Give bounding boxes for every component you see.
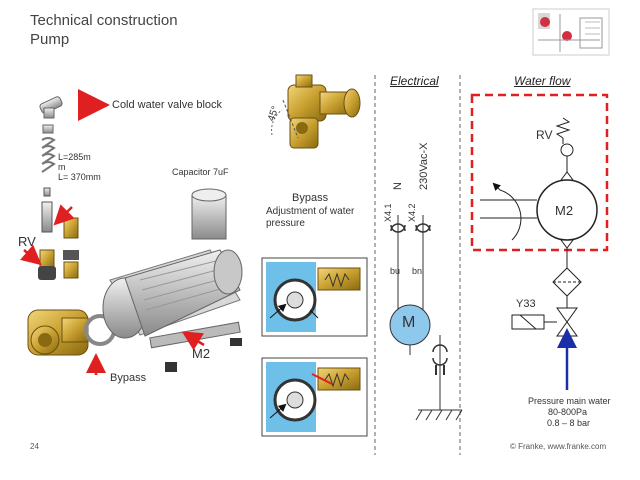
- section-view-1: [261, 257, 368, 337]
- copyright: © Franke, www.franke.com: [510, 442, 607, 451]
- voltage-label: 230Vac-X: [418, 142, 430, 191]
- terminal-x42-label: X4.2: [407, 203, 417, 222]
- pump-unit-outline: [470, 93, 609, 252]
- filter-icon: [552, 267, 582, 297]
- terminal-x41-label: X4.1: [383, 203, 393, 222]
- bypass-desc-2: pressure: [266, 218, 305, 229]
- electrical-heading: Electrical: [390, 74, 439, 88]
- bypass-label: Bypass: [110, 372, 147, 384]
- relief-valve-part-icon: [38, 249, 56, 280]
- motor-m2-icon: [102, 249, 243, 372]
- pump-head-icon: [27, 309, 116, 356]
- waterflow-rv-label: RV: [536, 128, 553, 142]
- rod-icon: [41, 201, 53, 233]
- check-valve-icon: [560, 143, 574, 157]
- rv-label: RV: [18, 234, 36, 249]
- elbow-fitting-icon: [39, 96, 63, 119]
- length-label-2: m: [58, 162, 66, 172]
- waterflow-heading: Water flow: [514, 74, 571, 88]
- solenoid-valve-icon: [556, 307, 578, 337]
- length-label-1: L=285m: [58, 152, 91, 162]
- wire-bu-label: bu: [390, 266, 401, 276]
- pressure-label-2: 80-800Pa: [548, 407, 588, 417]
- screw-icon: [43, 187, 51, 197]
- electrical-schematic: [389, 215, 463, 421]
- page-title: Technical construction: [30, 12, 178, 29]
- capacitor-icon: [191, 188, 227, 240]
- bypass-valve-icon: [271, 74, 361, 149]
- section-view-2: [261, 357, 368, 437]
- bypass-desc-1: Adjustment of water: [266, 206, 355, 217]
- page-number: 24: [30, 442, 39, 451]
- length-label-3: L= 370mm: [58, 172, 101, 182]
- m2-label: M2: [192, 346, 211, 361]
- waterflow-schematic: [480, 117, 598, 390]
- capacitor-label: Capacitor 7uF: [172, 167, 229, 177]
- pressure-label-3: 0.8 – 8 bar: [547, 418, 591, 428]
- pressure-label-1: Pressure main water: [528, 396, 611, 406]
- fitting-right-icon: [63, 217, 79, 279]
- page-subtitle: Pump: [30, 31, 70, 48]
- bypass-title: Bypass: [292, 192, 329, 204]
- neutral-label: N: [392, 182, 404, 190]
- thumbnail-schematic: [532, 8, 610, 56]
- spring-icon: [41, 124, 56, 173]
- motor-m-label: M: [402, 314, 416, 331]
- cold-water-label: Cold water valve block: [112, 99, 223, 111]
- waterflow-m2-label: M2: [555, 203, 574, 218]
- y33-label: Y33: [516, 298, 536, 310]
- wire-bn-label: bn: [412, 266, 423, 276]
